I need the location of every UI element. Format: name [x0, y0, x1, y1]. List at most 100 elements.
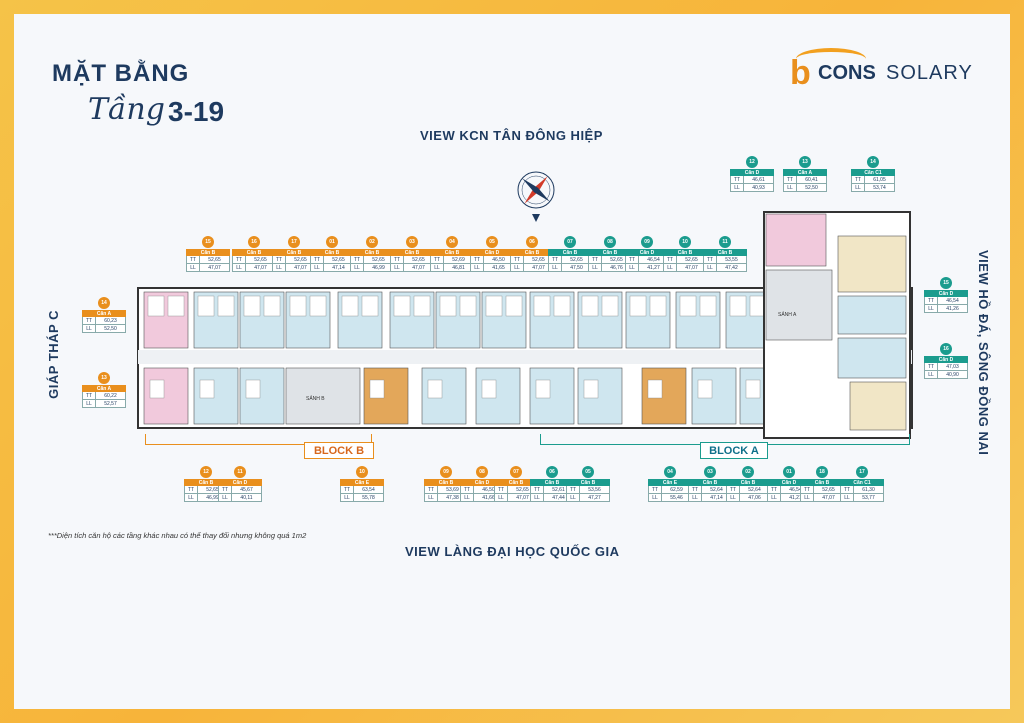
floor-script: Tầng [88, 92, 165, 127]
unit-number: 09 [641, 236, 653, 248]
ll-key: LL [219, 494, 232, 501]
unit-number: 04 [664, 466, 676, 478]
tt-value: 52,65 [822, 486, 835, 493]
unit-number: 07 [510, 466, 522, 478]
tt-key: TT [273, 256, 286, 263]
unit-type: Căn B [688, 479, 732, 486]
room-detail [581, 295, 599, 317]
tt-value: 46,50 [492, 256, 505, 263]
ll-value: 53,77 [862, 494, 875, 501]
tt-value: 47,03 [946, 363, 959, 370]
ll-key: LL [589, 264, 602, 271]
ll-key: LL [187, 264, 200, 271]
tower-room-16 [837, 337, 907, 379]
unit-number: 11 [234, 466, 246, 478]
unit-type: Căn B [184, 479, 228, 486]
ll-key: LL [83, 325, 96, 332]
ll-value: 47,07 [254, 264, 267, 271]
room-detail [243, 295, 261, 317]
unit-number: 13 [799, 156, 811, 168]
block-b-label: BLOCK B [304, 442, 374, 459]
ll-value: 40,11 [240, 494, 253, 501]
ll-key: LL [731, 184, 744, 191]
ll-key: LL [311, 264, 324, 271]
tt-value: 61,30 [862, 486, 875, 493]
tt-value: 62,59 [670, 486, 683, 493]
area-note: ***Diện tích căn hộ các tầng khác nhau c… [48, 531, 307, 540]
unit-type: Căn E [340, 479, 384, 486]
unit-number: 06 [526, 236, 538, 248]
unit-type: Căn B [510, 249, 554, 256]
tt-key: TT [664, 256, 677, 263]
ll-key: LL [461, 494, 474, 501]
tt-value: 52,61 [552, 486, 565, 493]
room-detail [197, 295, 215, 317]
unit-number: 11 [719, 236, 731, 248]
unit-type: Căn B [566, 479, 610, 486]
tt-key: TT [801, 486, 814, 493]
unit-number: 14 [867, 156, 879, 168]
unit-number: 18 [816, 466, 828, 478]
tt-value: 52,65 [610, 256, 623, 263]
tt-key: TT [567, 486, 580, 493]
tt-value: 46,50 [482, 486, 495, 493]
ll-value: 47,44 [552, 494, 565, 501]
ll-value: 52,50 [805, 184, 818, 191]
ll-value: 46,99 [372, 264, 385, 271]
unit-number: 04 [446, 236, 458, 248]
tt-value: 46,61 [752, 176, 765, 183]
unit-number: 12 [200, 466, 212, 478]
ll-value: 47,07 [208, 264, 221, 271]
tt-key: TT [83, 317, 96, 324]
logo-cons: CONS [818, 62, 876, 84]
tt-key: TT [531, 486, 544, 493]
unit-number: 06 [546, 466, 558, 478]
unit-number: 15 [940, 277, 952, 289]
unit-number: 08 [476, 466, 488, 478]
tt-key: TT [219, 486, 232, 493]
tt-value: 52,65 [294, 256, 307, 263]
bcons-solary-logo: b CONS SOLARY [790, 48, 990, 92]
room-detail [583, 379, 599, 399]
ll-value: 53,74 [873, 184, 886, 191]
unit-number: 05 [486, 236, 498, 248]
tt-key: TT [187, 256, 200, 263]
ll-key: LL [768, 494, 781, 501]
core-a [765, 269, 833, 341]
unit-type: Căn D [218, 479, 262, 486]
tt-value: 46,54 [647, 256, 660, 263]
tt-value: 52,65 [570, 256, 583, 263]
tt-key: TT [511, 256, 524, 263]
ll-row: LL 47,07 [186, 264, 230, 272]
unit-number: 01 [783, 466, 795, 478]
room-detail [629, 295, 647, 317]
unit-number: 03 [704, 466, 716, 478]
ll-key: LL [567, 494, 580, 501]
ll-value: 55,78 [362, 494, 375, 501]
ll-key: LL [784, 184, 797, 191]
ll-value: 55,46 [670, 494, 683, 501]
ll-value: 47,07 [532, 264, 545, 271]
room-detail [341, 295, 359, 317]
